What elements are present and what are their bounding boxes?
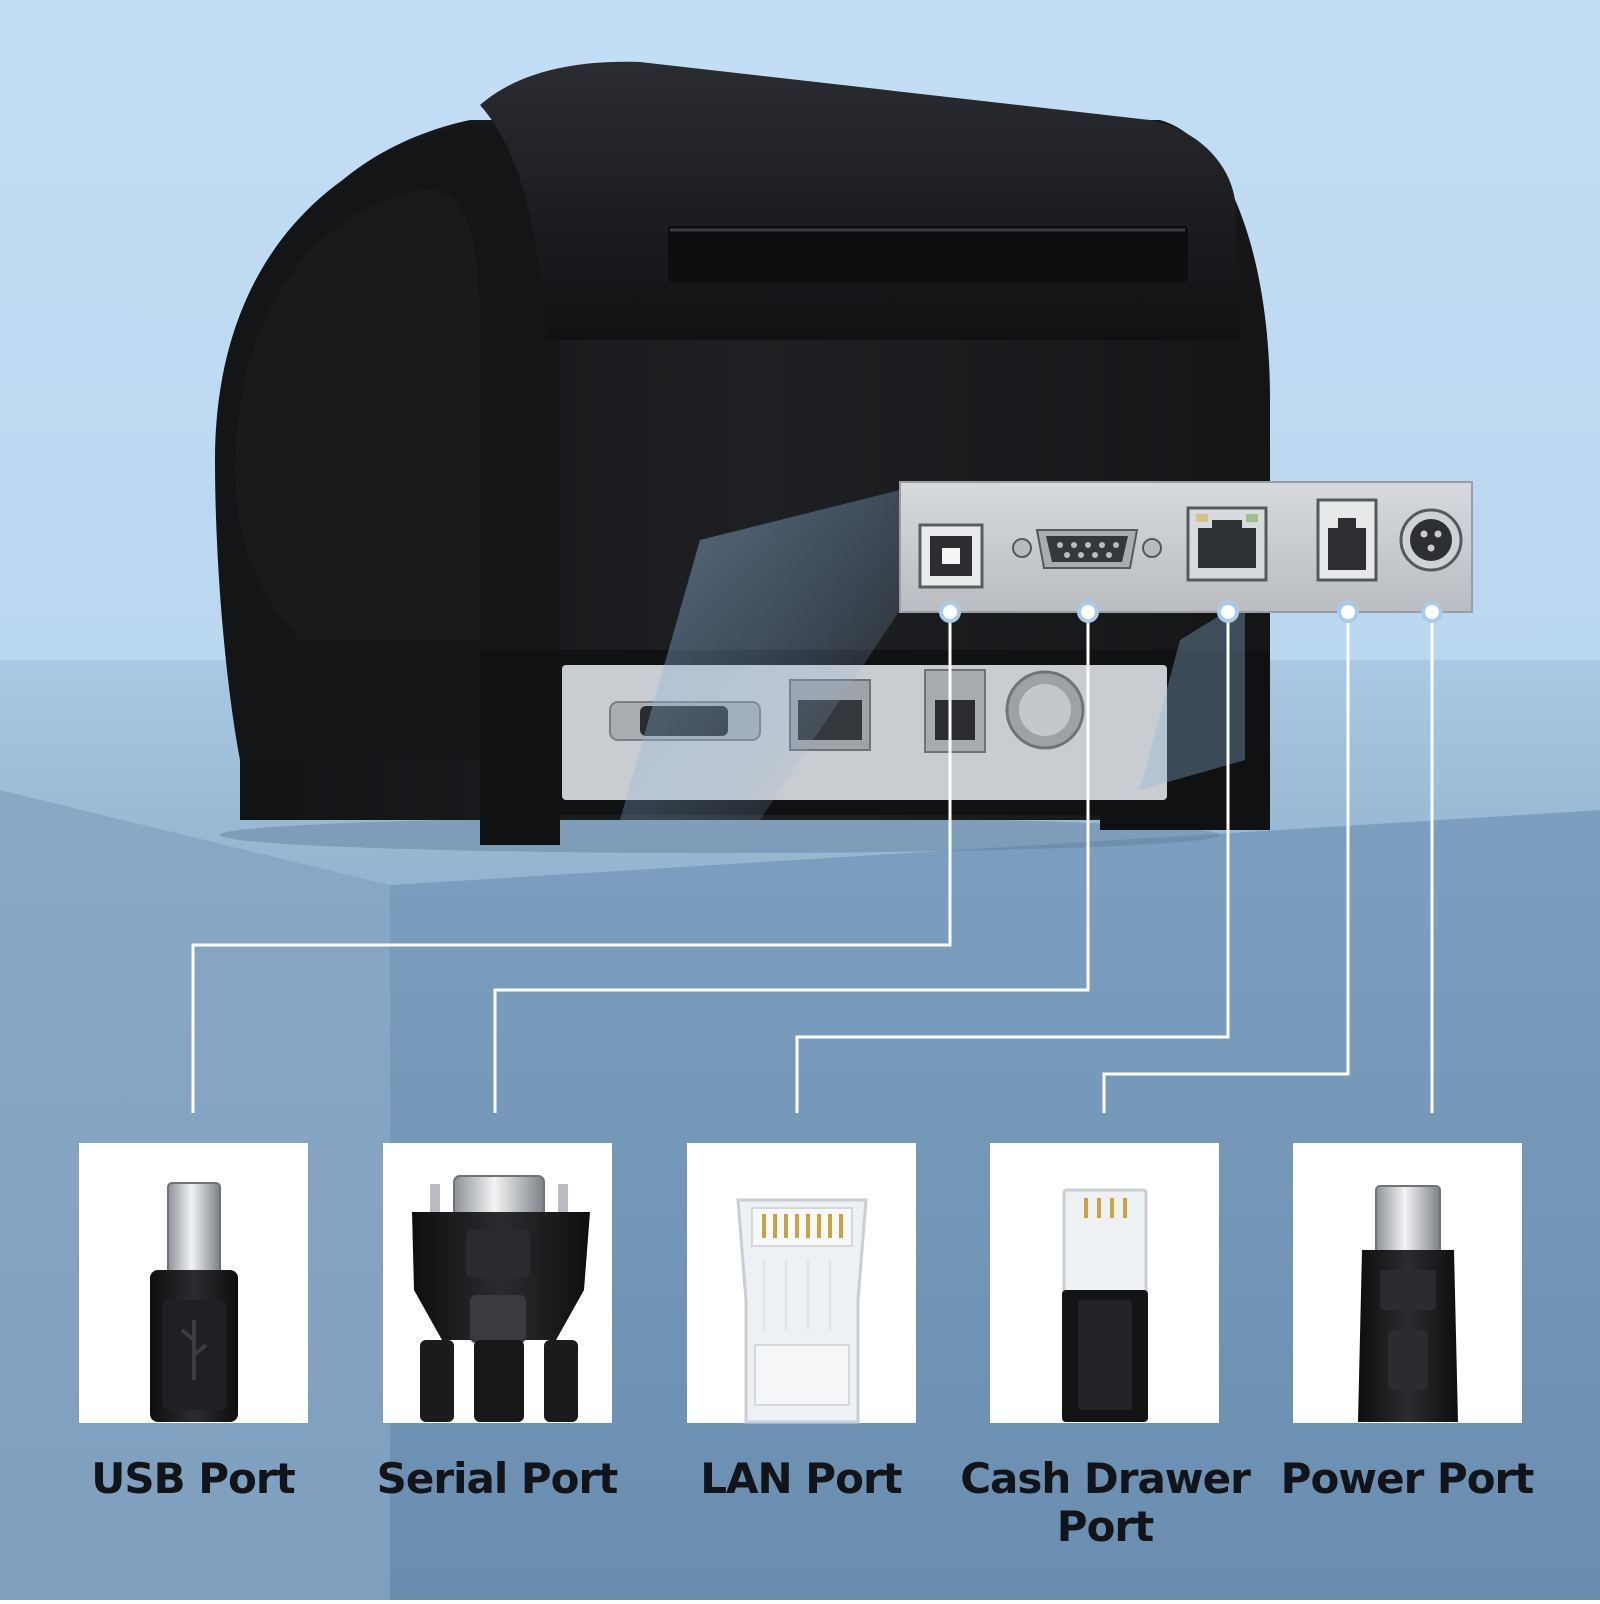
callout-dots (939, 601, 1443, 623)
serial-port-label: Serial Port (376, 1454, 619, 1503)
usb-b-plug-icon (150, 1182, 238, 1422)
cash-drawer-port-label: Cash Drawer Port (960, 1454, 1251, 1551)
rj45-plug-icon (736, 1198, 868, 1424)
din-power-plug-icon (1358, 1185, 1458, 1422)
callout-lines (191, 612, 1434, 1113)
panel-rj45-socket (1186, 506, 1268, 582)
rear-panel-zoom (899, 481, 1473, 613)
db9-serial-plug-icon (412, 1175, 590, 1422)
rj11-plug-icon (1062, 1188, 1148, 1422)
lan-port-label: LAN Port (700, 1454, 902, 1503)
panel-usb-b-socket (918, 523, 984, 589)
panel-power-socket (1399, 508, 1463, 572)
usb-port-label: USB Port (91, 1454, 295, 1503)
panel-rj11-socket (1316, 498, 1378, 582)
printer-illustration (215, 61, 1270, 853)
power-port-label: Power Port (1280, 1454, 1535, 1503)
panel-db9-socket (1012, 529, 1162, 569)
